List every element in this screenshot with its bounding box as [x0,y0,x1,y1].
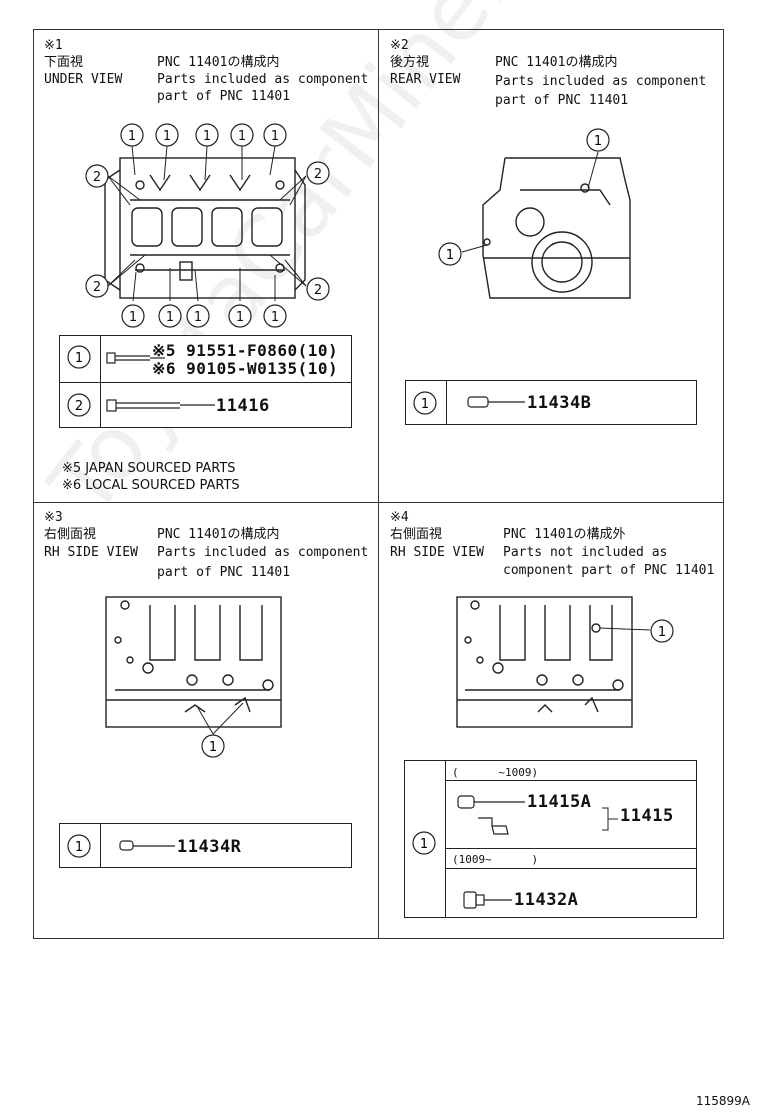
s2-part-11434b: 11434B [527,393,592,413]
s4-title-en: RH SIDE VIEW [390,545,484,560]
s3-part-11434r: 11434R [177,837,242,857]
s1-part-11416: 11416 [216,396,270,416]
long-bolt-icon [106,399,215,412]
note-japan: ※5 JAPAN SOURCED PARTS [62,461,236,476]
callout-label: 2 [75,399,83,414]
callout-label: 1 [658,625,666,640]
s4-range-before: ( ~1009) [452,766,539,779]
horizontal-divider [33,502,724,503]
s2-table-graphics: 1 [413,391,525,415]
bolt-icon [106,352,165,364]
plug-icon [467,396,525,408]
note-local: ※6 LOCAL SOURCED PARTS [62,478,240,493]
callout-label: 1 [128,129,136,144]
plug-bolt-icon [463,891,512,909]
callout-label: 1 [594,134,602,149]
s1-part-japan: ※5 91551-F0860(10) [152,341,339,360]
s2-title-en: REAR VIEW [390,72,461,87]
callout-label: 1 [236,310,244,325]
callout-label: 1 [75,351,83,366]
s1-pnc: PNC 11401の構成内 [157,55,280,70]
s4-table-graphics: 1 [412,795,618,909]
s1-title-jp: 下面視 [44,55,84,70]
callout-label: 1 [163,129,171,144]
s1-mark: ※1 [44,38,63,53]
rear-view-drawing: 1 1 [438,128,631,299]
s1-part-local: ※6 90105-W0135(10) [152,359,339,378]
callout-label: 1 [129,310,137,325]
callout-label: 1 [446,248,454,263]
callout-label: 1 [271,129,279,144]
s4-desc-2: component part of PNC 11401 [503,563,715,578]
callout-label: 2 [314,167,322,182]
s3-desc-1: Parts included as component [157,545,369,560]
rh-side-view-drawing: 1 [105,596,282,758]
s4-mark: ※4 [390,510,409,525]
callout-label: 1 [271,310,279,325]
s4-part-11415: 11415 [620,806,674,826]
callout-label: 1 [209,740,217,755]
vertical-divider [378,29,379,939]
s3-title-jp: 右側面視 [44,527,97,542]
plug-icon [119,840,175,851]
s4-range-after: (1009~ ) [452,853,539,866]
s3-parts-table [59,823,352,868]
callout-label: 1 [75,840,83,855]
callout-label: 1 [194,310,202,325]
s4-desc-1: Parts not included as [503,545,668,560]
s4-pnc: PNC 11401の構成外 [503,527,626,542]
s1-title-en: UNDER VIEW [44,72,123,87]
s2-mark: ※2 [390,38,409,53]
diagram-code: 115899A [695,1094,750,1108]
callout-label: 1 [238,129,246,144]
s2-parts-table [405,380,697,425]
callout-label: 2 [314,283,322,298]
s3-pnc: PNC 11401の構成内 [157,527,280,542]
s2-desc-1: Parts included as component [495,74,707,89]
callout-label: 1 [420,837,428,852]
s3-desc-2: part of PNC 11401 [157,565,291,580]
callout-label: 2 [93,170,101,185]
s1-table-graphics: 1 2 [67,345,215,417]
callout-label: 2 [93,280,101,295]
s2-pnc: PNC 11401の構成内 [495,55,618,70]
callout-label: 1 [421,397,429,412]
s4-title-jp: 右側面視 [390,527,443,542]
s1-desc-1: Parts included as component [157,72,369,87]
s4-part-11432a: 11432A [514,890,579,910]
s1-desc-2: part of PNC 11401 [157,89,291,104]
s3-title-en: RH SIDE VIEW [44,545,138,560]
s4-part-11415a: 11415A [527,792,592,812]
s4-parts-table [404,760,697,918]
under-view-drawing: 1 1 1 1 1 2 2 2 2 1 1 1 1 1 [85,123,330,328]
s2-desc-2: part of PNC 11401 [495,93,629,108]
rh-side-view-2-drawing: 1 [456,596,674,728]
callout-label: 1 [166,310,174,325]
sensor-icon [457,795,525,835]
s3-mark: ※3 [44,510,63,525]
callout-label: 1 [203,129,211,144]
s3-table-graphics: 1 [67,834,175,858]
s2-title-jp: 後方視 [390,55,430,70]
s1-parts-table [59,335,352,428]
